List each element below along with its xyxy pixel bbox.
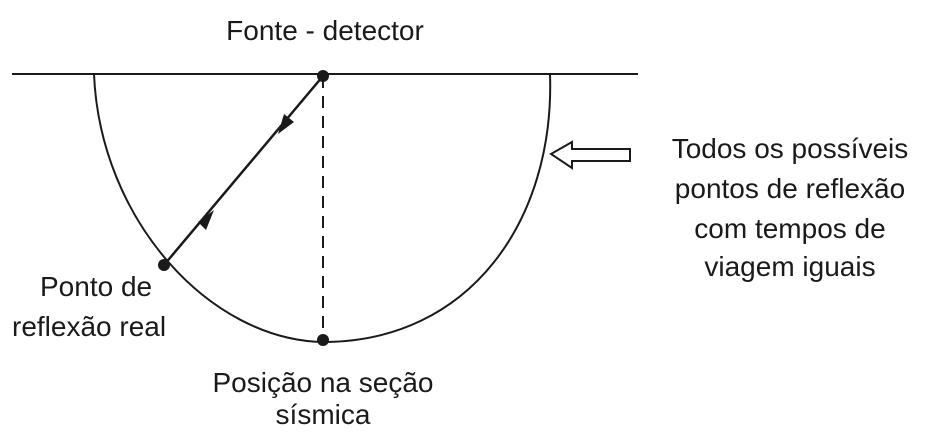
section-position-label-line2: sísmica xyxy=(275,399,371,430)
downgoing-arrow-icon xyxy=(278,114,294,134)
equal-time-label-line3: com tempos de xyxy=(694,213,886,244)
equal-time-label-line4: viagem iguais xyxy=(704,251,876,282)
equal-time-label-line1: Todos os possíveis xyxy=(671,133,909,164)
reflection-point-label-line2: reflexão real xyxy=(12,311,167,342)
upgoing-arrow-icon xyxy=(198,210,214,230)
ray-path xyxy=(163,75,324,266)
real-reflection-point xyxy=(158,259,170,271)
source-detector-point xyxy=(317,70,329,82)
equal-time-label-line2: pontos de reflexão xyxy=(674,173,906,204)
section-position-label-line1: Posição na seção xyxy=(212,367,434,398)
section-position-point xyxy=(317,334,329,346)
reflection-point-label-line1: Ponto de xyxy=(40,271,153,302)
hollow-pointer-arrow-icon xyxy=(549,140,631,170)
source-detector-label: Fonte - detector xyxy=(226,15,424,46)
